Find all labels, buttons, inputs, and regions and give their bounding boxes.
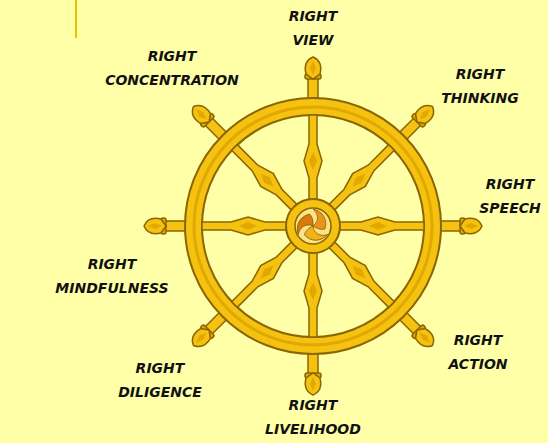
virtue-label: RIGHT ACTION	[448, 328, 507, 376]
wheel-spoke	[228, 141, 302, 215]
wheel-handle	[144, 218, 187, 234]
virtue-label: RIGHT SPEECH	[479, 172, 540, 220]
wheel-handle	[305, 57, 321, 100]
wheel-spoke	[337, 217, 424, 235]
swirl-part	[304, 224, 328, 245]
wheel-rim	[185, 98, 441, 354]
page-border	[75, 0, 77, 38]
virtue-label: RIGHT THINKING	[441, 62, 518, 110]
hub-swirl	[292, 209, 328, 246]
wheel-spoke	[228, 237, 302, 311]
wheel-spoke	[324, 237, 398, 311]
wheel-hub	[286, 199, 340, 253]
virtue-label: RIGHT LIVELIHOOD	[265, 393, 361, 441]
wheel-spoke	[324, 141, 398, 215]
rim-shade	[194, 107, 432, 345]
wheel-spoke	[304, 250, 322, 337]
virtue-label: RIGHT MINDFULNESS	[55, 252, 168, 300]
swirl-part	[313, 209, 326, 229]
virtue-label: RIGHT DILIGENCE	[118, 356, 202, 404]
dharma-wheel	[144, 57, 482, 395]
virtue-label: RIGHT CONCENTRATION	[105, 44, 239, 92]
wheel-spoke	[304, 115, 322, 202]
wheel-handle	[305, 352, 321, 395]
wheel-spoke	[202, 217, 289, 235]
virtue-label: RIGHT VIEW	[289, 4, 338, 52]
wheel-handle	[439, 218, 482, 234]
swirl-part	[292, 213, 316, 234]
rim-inner	[202, 115, 424, 337]
